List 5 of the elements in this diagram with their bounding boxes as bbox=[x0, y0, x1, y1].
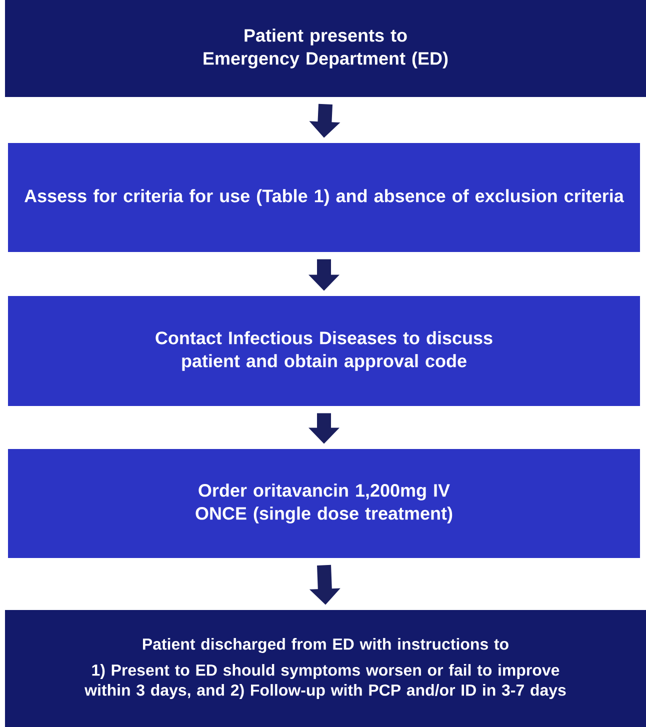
process-box: Order oritavancin 1,200mg IV ONCE (single dose treatment) bbox=[8, 449, 640, 558]
process-box: Assess for criteria for use (Table 1) and absence of exclusion criteria bbox=[8, 143, 640, 252]
process-box: Patient discharged from ED with instructions to 1) Present to ED should symptoms worsen or fail to improve within 3 days, and 2) Follow-up with PCP and/or ID in 3-7 days bbox=[5, 610, 646, 727]
process-box: Contact Infectious Diseases to discuss patient and obtain approval code bbox=[8, 296, 640, 406]
process-box: Patient presents to Emergency Department (ED) bbox=[5, 0, 646, 97]
